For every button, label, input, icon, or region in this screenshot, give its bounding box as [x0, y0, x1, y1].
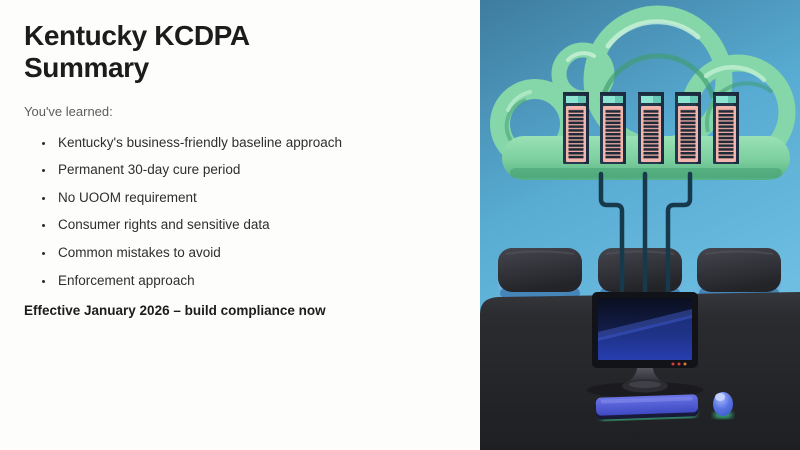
bullet-item: Consumer rights and sensitive data — [55, 216, 464, 234]
server-rack-icon — [675, 92, 701, 164]
keyboard — [595, 394, 699, 421]
server-rack-icon — [563, 92, 589, 164]
bullet-item: Enforcement approach — [55, 272, 464, 290]
power-led — [677, 362, 681, 366]
bullet-list: Kentucky's business-friendly baseline ap… — [24, 134, 464, 289]
bullet-item: Permanent 30-day cure period — [55, 161, 464, 179]
device-pad — [697, 248, 781, 298]
bullet-item: Kentucky's business-friendly baseline ap… — [55, 134, 464, 152]
monitor — [587, 292, 703, 398]
power-led — [683, 362, 687, 366]
server-rack-icon — [600, 92, 626, 164]
slide-text-column: Kentucky KCDPA Summary You've learned: K… — [24, 20, 464, 318]
server-rack-icon — [638, 92, 664, 164]
key-takeaway: Effective January 2026 – build complianc… — [24, 303, 326, 319]
cable-lines — [598, 171, 693, 308]
monitor-stand — [622, 368, 668, 393]
intro-text: You've learned: — [24, 103, 113, 119]
power-led — [671, 362, 675, 366]
device-pad — [598, 248, 682, 298]
device-pad — [498, 248, 582, 298]
slide-title: Kentucky KCDPA Summary — [24, 20, 249, 83]
bullet-item: No UOOM requirement — [55, 189, 464, 207]
cloud-computing-illustration — [480, 0, 800, 450]
server-rack-icon — [713, 92, 739, 164]
bullet-item: Common mistakes to avoid — [55, 244, 464, 262]
mouse — [713, 392, 733, 419]
server-rack-row — [563, 92, 739, 164]
